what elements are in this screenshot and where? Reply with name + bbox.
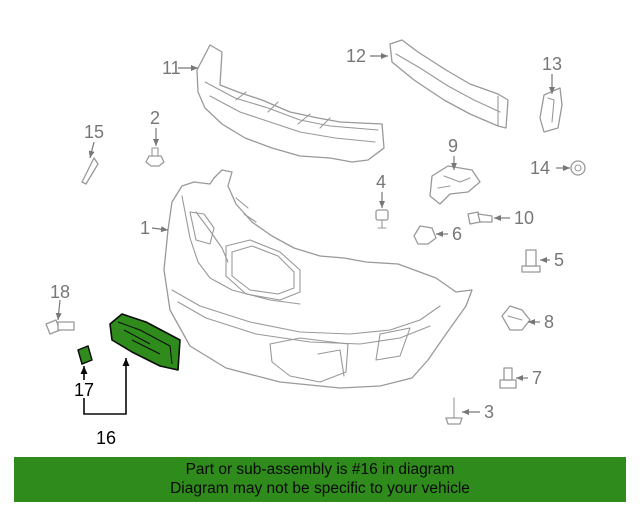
part-7-pin [499,367,517,389]
parts-diagram: 11 12 13 2 15 9 14 4 1 10 6 5 8 7 3 18 1… [45,39,586,448]
banner-line-2: Diagram may not be specific to your vehi… [170,480,470,497]
callout-3: 3 [484,402,494,422]
part-15-strip [81,157,99,185]
callout-10: 10 [514,208,534,228]
callout-5: 5 [554,250,564,270]
callout-12: 12 [346,46,366,66]
callout-18: 18 [50,282,70,302]
callout-14: 14 [530,158,550,178]
part-6-clip [413,225,437,245]
callout-1: 1 [140,218,150,238]
callout-9: 9 [448,136,458,156]
part-13-bracket [539,87,563,133]
callout-17: 17 [74,380,94,400]
part-8-clip [501,305,531,331]
callout-8: 8 [544,312,554,332]
part-10-bolt [467,211,493,225]
part-4-fastener [375,209,389,229]
part-17-clip [77,345,93,365]
part-11-absorber [196,44,385,163]
callout-16: 16 [96,428,116,448]
part-1-bumper-cover [163,169,473,389]
banner-line-1: Part or sub-assembly is #16 in diagram [185,461,455,478]
leader-lines-highlight [80,358,130,415]
part-12-reinforcement [389,39,509,129]
info-banner: Part or sub-assembly is #16 in diagram D… [14,457,626,502]
part-5-pin [521,249,541,273]
callout-7: 7 [532,368,542,388]
callout-13: 13 [542,54,562,74]
callout-11: 11 [162,58,181,78]
part-16-bracket-highlighted[interactable] [109,313,181,371]
part-2-clip [145,147,165,167]
part-3-retainer [445,397,463,425]
leader-lines [55,53,570,415]
part-14-nut [570,160,586,176]
callout-4: 4 [376,172,386,192]
callout-6: 6 [452,224,462,244]
callout-2: 2 [150,108,160,128]
part-9-bracket [429,165,481,205]
part-18-bolt [45,319,75,335]
callout-15: 15 [84,122,104,142]
